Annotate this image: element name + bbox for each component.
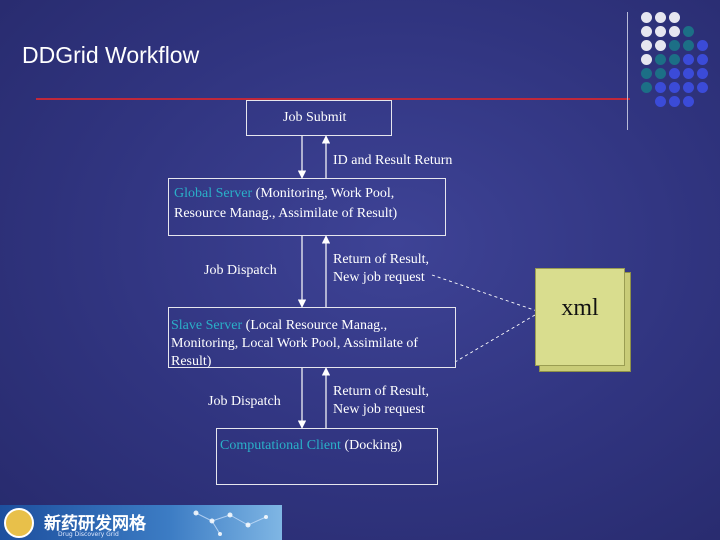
dot <box>683 26 694 37</box>
footer-banner <box>0 505 282 540</box>
return-result-2-line1: Return of Result, <box>333 384 430 399</box>
slave-server-line1: Slave Server (Local Resource Manag., <box>171 317 387 335</box>
vertical-divider <box>627 12 628 130</box>
dot <box>683 40 694 51</box>
job-dispatch-1-label: Job Dispatch <box>204 263 277 278</box>
dot <box>655 82 666 93</box>
molecule-graphic-icon <box>193 510 268 536</box>
dot <box>641 12 652 23</box>
dot <box>641 40 652 51</box>
job-dispatch-2-label: Job Dispatch <box>208 394 281 409</box>
slave-server-desc1: (Local Resource Manag., <box>242 318 388 333</box>
dot <box>641 54 652 65</box>
slide-title: DDGrid Workflow <box>22 42 200 68</box>
dot <box>669 12 680 23</box>
dot <box>655 12 666 23</box>
slave-server-line3: Result) <box>171 354 212 369</box>
id-result-return-label: ID and Result Return <box>333 153 453 168</box>
dot <box>641 68 652 79</box>
slave-server-line2: Monitoring, Local Work Pool, Assimilate … <box>171 336 419 351</box>
xml-label: xml <box>561 295 599 321</box>
dot <box>655 68 666 79</box>
dot <box>655 26 666 37</box>
dot <box>655 96 666 107</box>
client-desc: (Docking) <box>340 438 402 453</box>
client-box: Computational Client (Docking) <box>216 428 438 485</box>
dot <box>697 40 708 51</box>
dot <box>683 54 694 65</box>
global-server-name: Global Server <box>174 186 253 201</box>
slave-server-box: Slave Server (Local Resource Manag., Mon… <box>168 307 456 369</box>
organization-logo-icon <box>4 508 34 538</box>
dot <box>669 26 680 37</box>
global-server-line1: Global Server (Monitoring, Work Pool, <box>174 185 394 203</box>
global-server-desc1: (Monitoring, Work Pool, <box>252 186 395 201</box>
return-result-1-line2: New job request <box>333 270 425 285</box>
dot <box>655 54 666 65</box>
dot <box>669 96 680 107</box>
footer-subtitle: Drug Discovery Grid <box>58 531 119 538</box>
dot <box>641 26 652 37</box>
dot <box>683 68 694 79</box>
job-submit-label: Job Submit <box>283 110 347 125</box>
dot <box>697 68 708 79</box>
dot <box>669 68 680 79</box>
title-divider <box>36 98 630 100</box>
dot <box>669 82 680 93</box>
client-name: Computational Client <box>220 438 341 453</box>
slave-server-name: Slave Server <box>171 318 243 333</box>
return-result-1-line1: Return of Result, <box>333 252 430 267</box>
global-server-line2: Resource Manag., Assimilate of Result) <box>174 206 398 221</box>
xml-note: xml <box>535 268 625 366</box>
dot <box>641 82 652 93</box>
dot <box>697 54 708 65</box>
footer-title: 新药研发网格 <box>44 514 146 534</box>
dot <box>669 54 680 65</box>
client-line1: Computational Client (Docking) <box>220 437 402 455</box>
return-result-2-line2: New job request <box>333 402 425 417</box>
dot <box>683 96 694 107</box>
job-submit-box: Job Submit <box>246 100 392 136</box>
dot <box>697 82 708 93</box>
dot <box>669 40 680 51</box>
dot <box>683 82 694 93</box>
dot <box>655 40 666 51</box>
global-server-box: Global Server (Monitoring, Work Pool, Re… <box>168 178 446 236</box>
